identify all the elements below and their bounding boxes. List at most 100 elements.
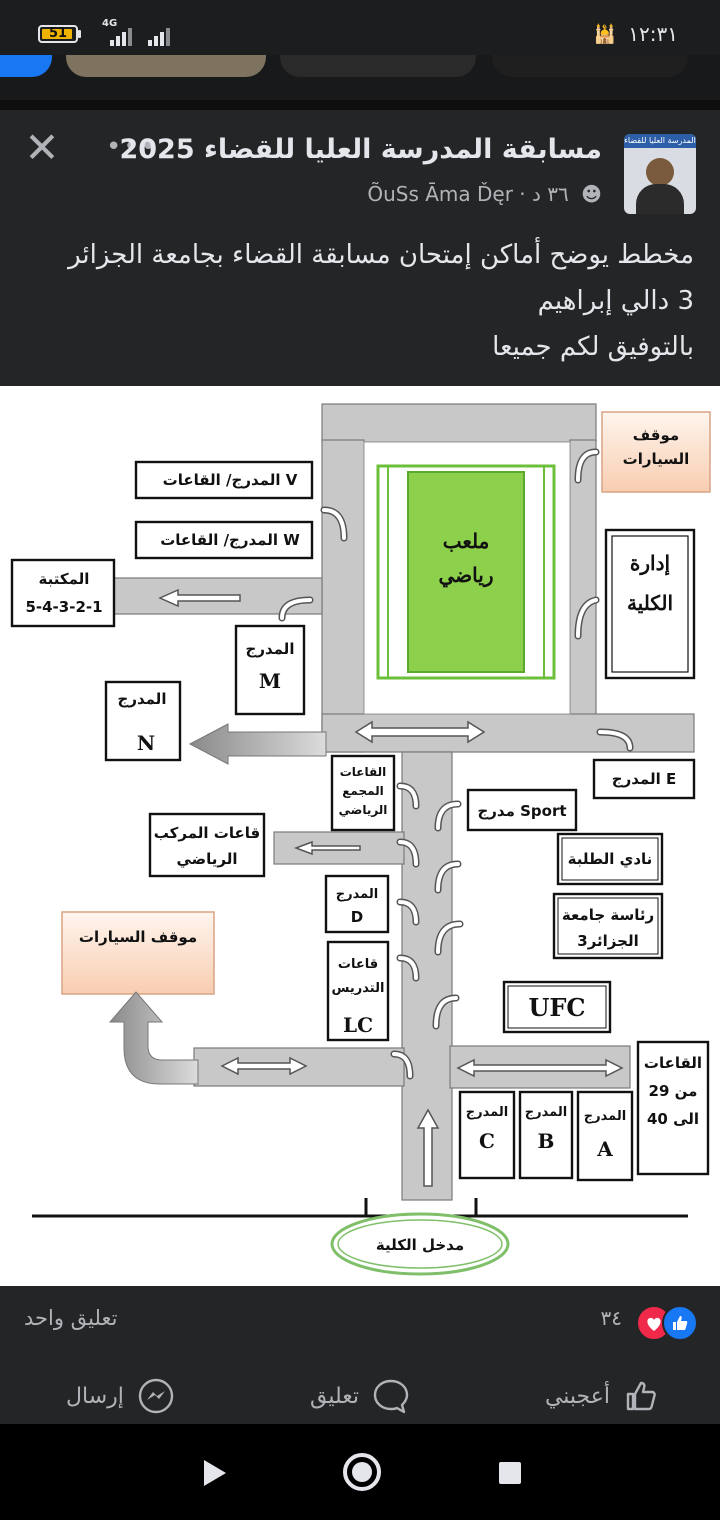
double-arrow-east-west: [354, 720, 486, 744]
amphi-a-label: A: [596, 1137, 613, 1161]
clock: ١٢:٣١: [628, 22, 678, 46]
caption-line: مخطط يوضح أماكن إمتحان مسابقة القضاء بجا…: [68, 240, 694, 270]
entrance-oval: [330, 1212, 510, 1276]
divider: [0, 100, 720, 110]
story-strip[interactable]: [0, 55, 720, 100]
reactions-row: [0, 1286, 720, 1356]
amphi-d: [324, 874, 390, 934]
double-arrow-east-road: [456, 1058, 624, 1078]
network-type: 4G: [102, 18, 118, 29]
sport-complex-rooms-label: المجمع: [342, 784, 384, 798]
hall-w-label: المدرج/ القاعات W: [160, 531, 300, 549]
teaching-rooms-label: قاعات: [338, 957, 378, 972]
double-arrow-west-road: [220, 1056, 308, 1076]
recent-apps-icon[interactable]: [499, 1462, 521, 1484]
road: [321, 403, 597, 443]
status-bar: 51 4G 🕌 ١٢:٣١: [0, 0, 720, 60]
arrow-entrance-north: [416, 1108, 440, 1187]
amphi-m-label: M: [259, 669, 281, 693]
university-presidency: [552, 892, 664, 960]
rooms-29-40-label: القاعات: [644, 1054, 702, 1072]
story-thumb[interactable]: [492, 55, 688, 77]
battery-level: 51: [48, 26, 68, 41]
more-options-icon[interactable]: •••: [106, 132, 159, 162]
sports-field-label: ملعب: [443, 529, 490, 553]
amphi-b: [518, 1090, 574, 1180]
university-presidency-label: رئاسة جامعة: [562, 906, 654, 924]
story-thumb[interactable]: [66, 55, 266, 77]
library-label: 5-4-3-2-1: [25, 598, 102, 616]
amphi-a-label: المدرج: [584, 1109, 626, 1124]
double-arrow-library: [158, 588, 241, 608]
amphi-n-label: N: [137, 731, 155, 755]
road: [321, 439, 365, 753]
avatar-face: [646, 158, 674, 186]
curved-arrows: [278, 448, 634, 1080]
administration-inner: [611, 535, 689, 673]
post-caption: مخطط يوضح أماكن إمتحان مسابقة القضاء بجا…: [14, 232, 694, 370]
avatar[interactable]: المدرسة العليا للقضاء: [624, 134, 696, 214]
entrance-oval-inner: [337, 1219, 503, 1269]
story-thumb[interactable]: [280, 55, 476, 77]
like-button[interactable]: أعجبني: [545, 1376, 660, 1416]
signal-icon-1: [104, 28, 138, 46]
administration-label: الكلية: [627, 591, 673, 615]
parking-top-label: موقف: [633, 426, 679, 444]
comment-count[interactable]: تعليق واحد: [24, 1306, 118, 1330]
administration-label: إدارة: [630, 551, 670, 576]
sport-center-rooms: [148, 812, 266, 878]
parking-left: [61, 911, 215, 995]
like-reaction-icon[interactable]: [662, 1305, 698, 1341]
sports-field: [407, 471, 525, 673]
university-presidency-label: الجزائر3: [577, 932, 638, 950]
hall-v: [134, 460, 314, 500]
post-author[interactable]: ÕuSs Āma Ďęr: [367, 182, 513, 206]
rooms-29-40-label: من 29: [649, 1082, 698, 1100]
arrow-sport-center: [293, 840, 361, 856]
post-time: ٣٦ د: [532, 182, 569, 206]
post-meta: ☻ ٣٦ د · ÕuSs Āma Ďęr: [367, 182, 602, 206]
amphi-sport-label: مدرج Sport: [477, 802, 566, 820]
sport-center-rooms-label: الرياضي: [176, 850, 237, 868]
student-club-inner: [561, 837, 659, 881]
parking-top: [601, 411, 711, 493]
avatar-body: [636, 184, 684, 214]
story-thumb[interactable]: [0, 55, 52, 77]
university-presidency-inner: [557, 897, 659, 955]
sports-field-lane: [387, 465, 545, 679]
amphi-c: [458, 1090, 516, 1180]
caption-line: بالتوفيق لكم جميعا: [492, 332, 694, 362]
post-header: [0, 110, 720, 386]
amphi-n: [104, 680, 182, 762]
parking-left-label: موقف السيارات: [79, 928, 197, 946]
comment-label: تعليق: [310, 1383, 360, 1409]
caption-line: 3 دالي إبراهيم: [537, 286, 694, 316]
reaction-count[interactable]: ٣٤: [600, 1306, 622, 1330]
hall-v-label: المدرج/ القاعات V: [163, 471, 298, 489]
arrow-to-parking-left: [108, 991, 199, 1085]
amphi-b-label: المدرج: [525, 1105, 567, 1120]
library-label: المكتبة: [39, 570, 90, 588]
sport-complex-rooms-label: القاعات: [340, 765, 387, 779]
actions-row: [0, 1356, 720, 1424]
comment-button[interactable]: تعليق: [310, 1376, 411, 1416]
sport-center-rooms-label: قاعات المركب: [154, 824, 260, 842]
send-label: إرسال: [66, 1383, 124, 1409]
teaching-rooms-label: LC: [343, 1013, 373, 1037]
close-icon[interactable]: ✕: [24, 123, 60, 172]
back-triangle-icon[interactable]: [204, 1460, 226, 1486]
amphi-c-label: C: [479, 1129, 495, 1153]
parking-top-label: السيارات: [623, 450, 690, 468]
entrance-label: مدخل الكلية: [376, 1236, 464, 1254]
send-button[interactable]: إرسال: [66, 1376, 176, 1416]
sport-complex-rooms-label: الرياضي: [339, 803, 388, 817]
page-title[interactable]: مسابقة المدرسة العليا للقضاء 2025: [119, 134, 602, 165]
post-image-campus-map[interactable]: .road { fill:#c8c8c8; stroke:#7a7a7a; st…: [0, 386, 720, 1286]
sports-field-label: رياضي: [439, 563, 494, 588]
student-club: [556, 832, 664, 886]
amphi-d-label: المدرج: [336, 887, 378, 902]
home-circle-icon[interactable]: [343, 1453, 381, 1491]
battery-fill: [42, 29, 72, 39]
ufc-building: [502, 980, 612, 1034]
administration-building: [604, 528, 696, 680]
